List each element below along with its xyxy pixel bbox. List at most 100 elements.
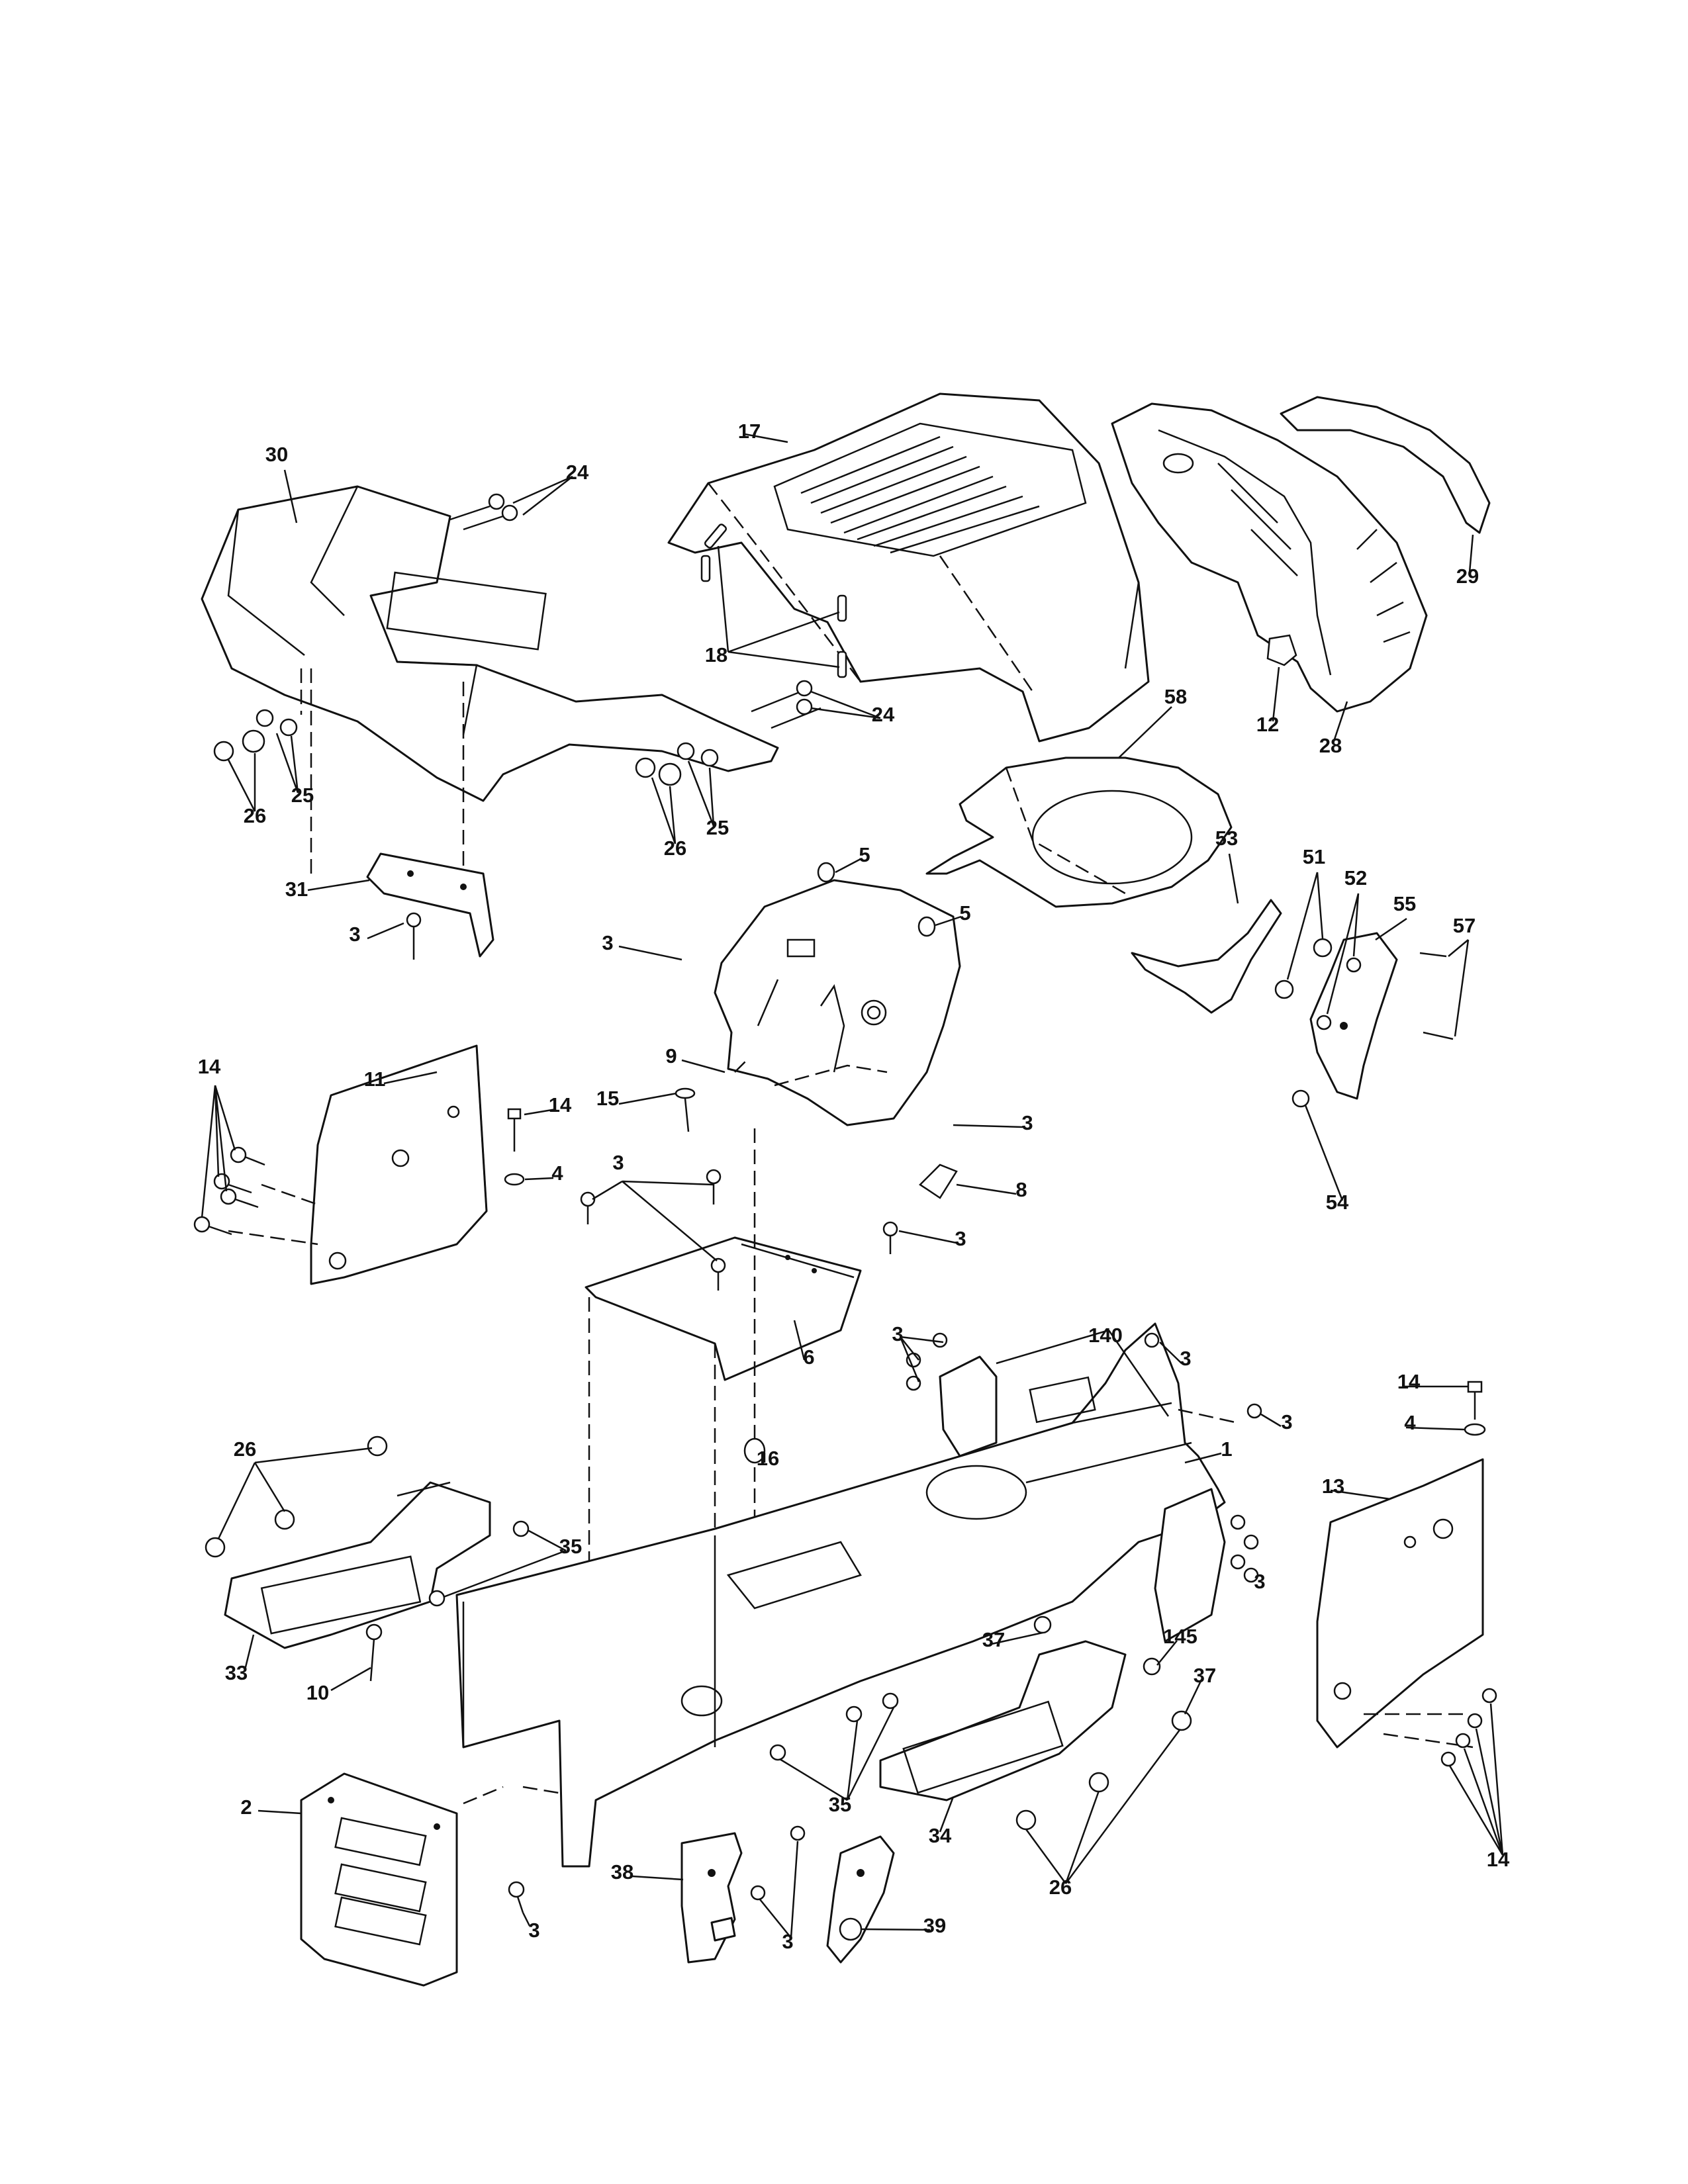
side-panel-part-13 bbox=[1316, 1458, 1484, 1749]
screw-part-3-front bbox=[508, 1881, 525, 1913]
clip-part-8 bbox=[919, 1163, 958, 1199]
callout-c-10: 10 bbox=[306, 1681, 329, 1704]
callout-c-28: 28 bbox=[1319, 734, 1342, 757]
callout-c-30: 30 bbox=[265, 443, 288, 466]
callout-c-35a: 35 bbox=[559, 1535, 582, 1558]
screw-24-upper bbox=[449, 493, 518, 531]
callout-c-26d: 26 bbox=[1049, 1876, 1072, 1899]
callout-c-25a: 25 bbox=[291, 784, 314, 807]
footrest-part-33 bbox=[224, 1481, 491, 1649]
callout-c-29: 29 bbox=[1456, 565, 1479, 588]
bolt-part-15 bbox=[675, 1087, 696, 1132]
callout-c-54: 54 bbox=[1326, 1191, 1349, 1214]
callout-c-5a: 5 bbox=[859, 843, 870, 866]
callout-c-58: 58 bbox=[1164, 685, 1187, 708]
bracket-right-frame bbox=[1154, 1488, 1259, 1643]
callout-c-24b: 24 bbox=[872, 703, 895, 726]
footrest-34-hardware bbox=[769, 1615, 1192, 1831]
callout-c-5b: 5 bbox=[959, 901, 970, 925]
callout-c-57: 57 bbox=[1453, 914, 1476, 937]
callout-c-18: 18 bbox=[705, 643, 727, 666]
clips-part-18 bbox=[700, 523, 847, 678]
callout-c-11: 11 bbox=[364, 1068, 386, 1091]
bracket-part-55 bbox=[1309, 932, 1398, 1100]
callout-c-38: 38 bbox=[611, 1860, 633, 1884]
callout-c-3j: 3 bbox=[528, 1919, 539, 1942]
callout-c-3c: 3 bbox=[1021, 1111, 1033, 1134]
bolt-14-washer-4-right bbox=[1464, 1381, 1486, 1436]
callout-c-26c: 26 bbox=[234, 1437, 256, 1461]
callout-c-37b: 37 bbox=[1194, 1664, 1216, 1687]
grommet-part-16 bbox=[743, 1437, 766, 1464]
callout-c-2: 2 bbox=[240, 1796, 252, 1819]
front-plate-part-2 bbox=[300, 1772, 563, 1987]
callout-c-37a: 37 bbox=[982, 1628, 1005, 1651]
frame-part-1 bbox=[455, 1322, 1226, 1868]
callout-c-3i: 3 bbox=[1254, 1570, 1265, 1593]
callout-c-15: 15 bbox=[596, 1087, 619, 1110]
callout-c-14c: 14 bbox=[1397, 1370, 1421, 1393]
callout-c-9: 9 bbox=[665, 1044, 677, 1068]
callout-c-13: 13 bbox=[1322, 1475, 1344, 1498]
callout-c-31: 31 bbox=[285, 878, 308, 901]
clip-part-12 bbox=[1266, 634, 1297, 666]
hood-part-17 bbox=[667, 392, 1150, 743]
screws-part-3-lower bbox=[750, 1825, 806, 1901]
callout-c-14d: 14 bbox=[1487, 1848, 1510, 1871]
bracket-part-39 bbox=[826, 1835, 895, 1964]
screws-part-3-plate bbox=[580, 1169, 898, 1291]
callout-c-39: 39 bbox=[923, 1914, 946, 1937]
grommets-part-5 bbox=[817, 862, 936, 937]
grille-part-28 bbox=[1111, 402, 1428, 713]
callout-c-14a: 14 bbox=[198, 1055, 221, 1078]
callout-c-51: 51 bbox=[1303, 845, 1325, 868]
callout-c-3e: 3 bbox=[955, 1227, 966, 1250]
callout-c-26b: 26 bbox=[664, 837, 686, 860]
hardware-51-52-57-54 bbox=[1274, 938, 1454, 1108]
bolt-14-washer-4-middle bbox=[504, 1108, 525, 1186]
callout-c-26a: 26 bbox=[244, 804, 266, 827]
callout-c-3f: 3 bbox=[892, 1322, 903, 1345]
bolts-part-14-right bbox=[1440, 1688, 1497, 1767]
plate-part-6 bbox=[585, 1128, 862, 1721]
callout-c-52: 52 bbox=[1344, 866, 1367, 889]
callout-c-53: 53 bbox=[1215, 827, 1238, 850]
callout-c-1: 1 bbox=[1221, 1437, 1232, 1461]
callout-c-17: 17 bbox=[738, 420, 761, 443]
bracket-part-140 bbox=[939, 1355, 998, 1457]
nuts-washers-left bbox=[213, 709, 298, 762]
side-panel-part-11 bbox=[228, 1044, 488, 1285]
callout-c-6: 6 bbox=[803, 1345, 814, 1369]
callout-c-35b: 35 bbox=[829, 1793, 851, 1816]
callout-c-24a: 24 bbox=[566, 461, 589, 484]
callout-c-33: 33 bbox=[225, 1661, 248, 1684]
callout-c-3d: 3 bbox=[612, 1151, 624, 1174]
fender-part-30 bbox=[201, 485, 779, 893]
footrest-part-34 bbox=[879, 1640, 1127, 1801]
callout-c-3g: 3 bbox=[1180, 1347, 1191, 1370]
callout-c-3b: 3 bbox=[602, 931, 613, 954]
trim-part-29 bbox=[1280, 396, 1491, 534]
callout-c-14b: 14 bbox=[549, 1093, 572, 1116]
screw-24-lower bbox=[751, 680, 821, 729]
callout-c-3h: 3 bbox=[1281, 1410, 1292, 1433]
callout-c-8: 8 bbox=[1015, 1178, 1027, 1201]
bracket-part-31 bbox=[366, 852, 494, 960]
leader-lines bbox=[201, 433, 1504, 1938]
bracket-part-38 bbox=[680, 1832, 743, 1964]
callout-c-12: 12 bbox=[1256, 713, 1279, 736]
callout-c-140: 140 bbox=[1088, 1324, 1123, 1347]
callout-c-16: 16 bbox=[757, 1447, 779, 1470]
dash-panel-part-9 bbox=[714, 879, 961, 1126]
callout-c-4b: 4 bbox=[1404, 1411, 1416, 1434]
bracket-part-53 bbox=[1131, 899, 1282, 1014]
callout-c-3a: 3 bbox=[349, 923, 360, 946]
callout-c-34: 34 bbox=[929, 1824, 952, 1847]
callout-c-55: 55 bbox=[1393, 892, 1416, 915]
callout-c-25b: 25 bbox=[706, 816, 729, 839]
callout-c-4a: 4 bbox=[551, 1161, 563, 1185]
callout-c-145: 145 bbox=[1163, 1625, 1197, 1648]
nuts-washers-middle bbox=[635, 742, 719, 786]
bolts-part-14-left bbox=[193, 1146, 265, 1236]
